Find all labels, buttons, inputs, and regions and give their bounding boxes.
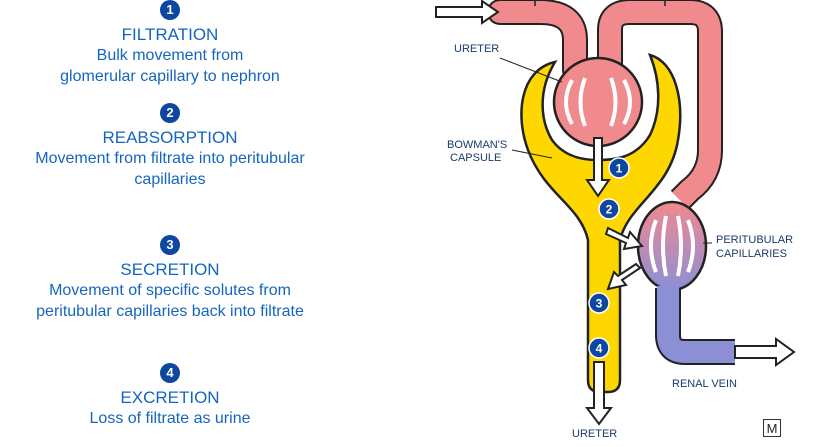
step-filtration: 1 FILTRATION Bulk movement from glomerul… (0, 0, 340, 87)
step-description-line: peritubular capillaries back into filtra… (36, 303, 304, 320)
excretion-arrow (585, 361, 613, 426)
step-description-line: capillaries (134, 171, 206, 188)
badge-number: 3 (596, 297, 603, 311)
diagram-badge-1: 1 (608, 157, 630, 179)
peritubular-capillaries (636, 200, 708, 292)
label-ureter-bottom: URETER (572, 428, 617, 440)
efferent-arteriole (599, 1, 721, 208)
label-bowmans-line2: CAPSULE (450, 152, 501, 164)
step-excretion: 4 EXCRETION Loss of filtrate as urine (0, 363, 340, 429)
step-title: SECRETION (120, 260, 220, 279)
peritubular-loops (649, 215, 695, 277)
step-description-line: Movement of specific solutes from (49, 282, 291, 299)
badge-number: 2 (606, 203, 613, 217)
afferent-arteriole (489, 1, 586, 81)
label-peritubular-line1: PERITUBULAR (716, 234, 793, 246)
label-ureter-top: URETER (454, 43, 499, 55)
brand-logo: M (763, 419, 781, 437)
blood-in-arrow (435, 0, 500, 25)
label-peritubular-line2: CAPILLARIES (716, 248, 787, 260)
secretion-arrow (606, 262, 642, 291)
blood-out-arrow (734, 337, 796, 367)
badge-number: 1 (616, 162, 623, 176)
step-number-badge: 1 (160, 0, 180, 20)
step-list: 1 FILTRATION Bulk movement from glomerul… (0, 0, 340, 447)
step-title: EXCRETION (120, 388, 220, 407)
renal-vein (657, 286, 735, 363)
step-description-line: Bulk movement from (96, 47, 244, 64)
ureter-leader-line (499, 57, 563, 83)
glomerulus-loops (564, 77, 632, 127)
diagram-badge-3: 3 (588, 292, 610, 314)
step-title: FILTRATION (121, 25, 219, 44)
badge-number: 4 (596, 342, 603, 356)
diagram-badge-4: 4 (588, 337, 610, 359)
filtration-arrow (585, 137, 611, 198)
step-reabsorption: 2 REABSORPTION Movement from filtrate in… (0, 103, 340, 190)
step-number-badge: 3 (160, 235, 180, 255)
step-number-badge: 4 (160, 363, 180, 383)
step-description-line: Loss of filtrate as urine (89, 410, 251, 427)
step-secretion: 3 SECRETION Movement of specific solutes… (0, 235, 340, 322)
label-renal-vein: RENAL VEIN (672, 378, 737, 390)
capsule-leader-line (511, 149, 553, 159)
step-description-line: Movement from filtrate into peritubular (35, 150, 305, 167)
step-title: REABSORPTION (102, 128, 238, 147)
diagram-badge-2: 2 (598, 198, 620, 220)
step-number-badge: 2 (160, 103, 180, 123)
reabsorption-arrow (604, 226, 644, 251)
label-bowmans-line1: BOWMAN'S (447, 139, 507, 151)
step-description-line: glomerular capillary to nephron (60, 68, 280, 85)
